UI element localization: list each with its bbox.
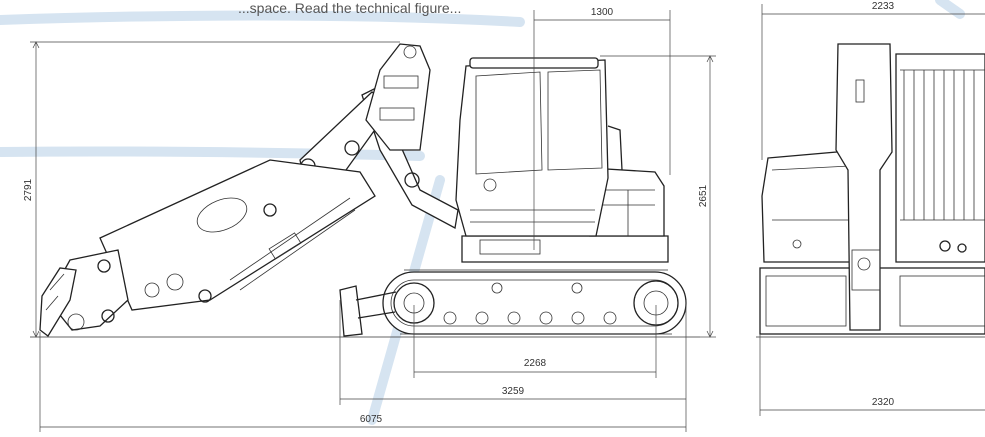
dim-top-width: 2233: [872, 1, 895, 12]
dim-overall-length: 6075: [360, 414, 383, 425]
dim-overall-height: 2791: [23, 178, 34, 201]
dozer-blade: [339, 285, 397, 337]
upper-structure: [455, 57, 669, 263]
dimension-lines: [30, 4, 985, 432]
dim-cab-height: 2651: [698, 184, 709, 207]
dim-overall-width: 2320: [872, 397, 895, 408]
caption-text: ...space. Read the technical figure...: [238, 0, 461, 16]
crusher-jaws: [39, 249, 129, 337]
arm: [99, 159, 376, 311]
crusher-bracket: [365, 43, 431, 151]
side-view-excavator: [30, 43, 700, 338]
dim-track-length: 3259: [502, 386, 525, 397]
track-assembly: [382, 269, 687, 335]
front-view-excavator: [756, 43, 985, 338]
dim-track-tumbler-length: 2268: [524, 358, 547, 369]
dim-tail-overhang: 1300: [591, 7, 614, 18]
